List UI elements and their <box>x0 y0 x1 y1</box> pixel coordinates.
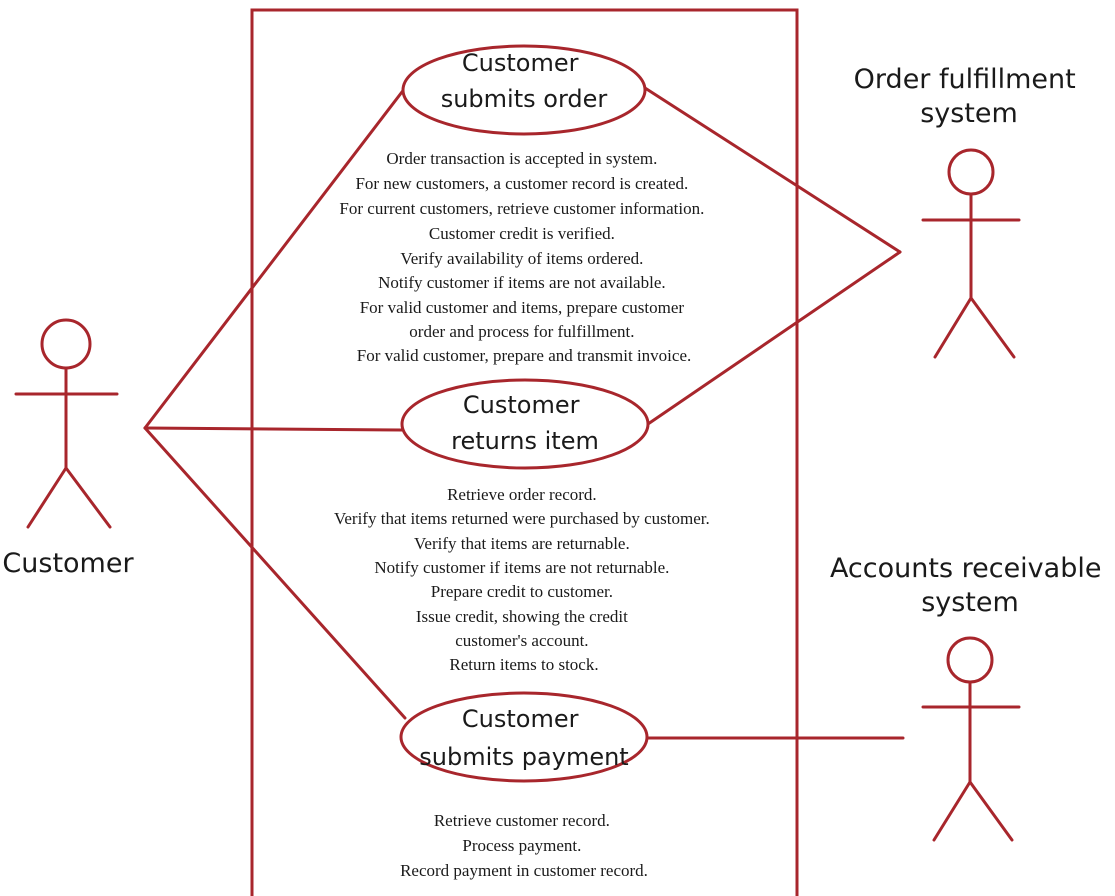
assoc-submits-order-fulfillment <box>643 86 902 254</box>
assoc-customer-submits-payment <box>143 426 407 720</box>
use-case-submits-payment-title: Customer submits payment <box>419 705 628 771</box>
assoc-returns-item-fulfillment <box>646 250 902 426</box>
use-case-submits-order-description: Order transaction is accepted in system.… <box>339 149 708 365</box>
use-case-submits-order-title: Customer submits order <box>441 49 608 113</box>
use-case-submits-payment-oval <box>399 691 649 783</box>
system-boundary <box>250 8 799 896</box>
actor-accounts-receivable: Accounts receivable system <box>830 553 1110 842</box>
assoc-customer-returns-item <box>143 426 404 432</box>
actor-order-fulfillment-label: Order fulfillment system <box>854 64 1085 129</box>
actor-customer-label: Customer <box>2 548 134 579</box>
use-case-submits-order: Customer submits order <box>401 44 647 136</box>
assoc-customer-submits-order <box>143 86 407 430</box>
use-case-returns-item: Customer returns item <box>400 378 650 470</box>
actor-order-fulfillment-figure <box>921 148 1021 359</box>
actor-accounts-receivable-label: Accounts receivable system <box>830 553 1110 618</box>
actor-customer: Customer <box>2 318 134 579</box>
use-case-returns-item-description: Retrieve order record. Verify that items… <box>334 485 714 674</box>
use-case-submits-payment-description: Retrieve customer record. Process paymen… <box>400 811 648 880</box>
use-case-returns-item-oval <box>400 378 650 470</box>
use-case-returns-item-title: Customer returns item <box>451 391 599 455</box>
associations <box>143 86 905 740</box>
use-case-submits-order-oval <box>401 44 647 136</box>
actor-customer-figure <box>14 318 119 529</box>
actor-accounts-receivable-figure <box>921 636 1021 842</box>
actor-order-fulfillment: Order fulfillment system <box>854 64 1085 359</box>
use-case-submits-payment: Customer submits payment <box>399 691 649 783</box>
